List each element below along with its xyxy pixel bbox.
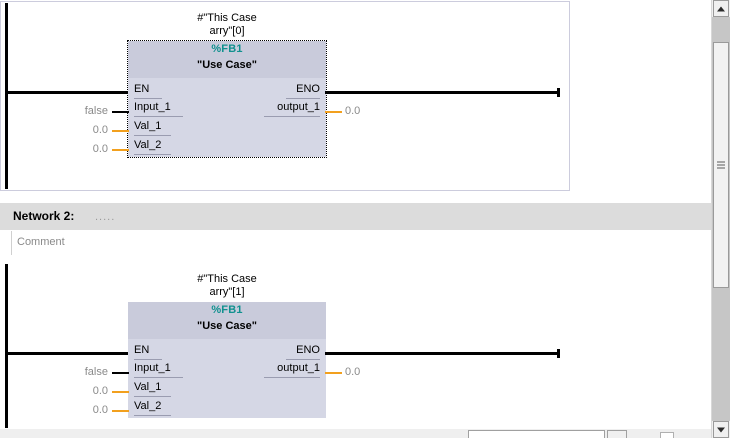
block-instance-label: #"This Case arry"[0] (125, 12, 329, 38)
rung-end-cap (557, 349, 560, 358)
network-2-comment-placeholder[interactable]: Comment (17, 236, 65, 248)
bottom-dialog-strip (0, 428, 712, 438)
triangle-up-icon (717, 6, 725, 11)
instance-label-line1: #"This Case (197, 12, 257, 24)
pin-underline-val-1 (134, 396, 171, 397)
pin-underline-input-1 (134, 116, 183, 117)
network-2-comment-row[interactable]: Comment (0, 231, 712, 255)
value-input-1: false (84, 366, 108, 378)
power-rail (5, 3, 8, 189)
pin-underline-en (134, 359, 162, 360)
pin-underline-input-1 (134, 377, 183, 378)
value-val-1: 0.0 (92, 124, 108, 136)
function-block-header (128, 41, 326, 78)
instance-label-line2: arry"[1] (209, 286, 245, 298)
value-input-1: false (84, 105, 108, 117)
power-rail (5, 264, 8, 428)
wire-val-1 (112, 391, 129, 393)
pin-underline-val-1 (134, 135, 171, 136)
pin-underline-eno (286, 359, 320, 360)
pin-val-2[interactable]: Val_2 (134, 139, 162, 151)
pin-underline-output-1 (264, 116, 320, 117)
rung-line-eno (325, 91, 560, 94)
network-1[interactable]: #"This Case arry"[0] %FB1 "Use Case" EN … (0, 0, 712, 203)
pin-eno[interactable]: ENO (296, 83, 320, 95)
value-val-1: 0.0 (92, 385, 108, 397)
pin-underline-val-2 (134, 154, 171, 155)
pin-en[interactable]: EN (134, 83, 150, 95)
pin-output-1[interactable]: output_1 (277, 101, 320, 113)
rung-end-cap (557, 88, 560, 97)
wire-val-2 (112, 410, 129, 412)
wire-output-1 (325, 372, 342, 374)
rung-line-eno (325, 352, 560, 355)
block-type-label: %FB1 (211, 304, 243, 316)
pin-en[interactable]: EN (134, 344, 150, 356)
triangle-down-icon (717, 427, 725, 432)
function-block-fb1[interactable]: %FB1 "Use Case" EN ENO Input_1 output_1 … (128, 302, 326, 418)
scroll-up-button[interactable] (713, 0, 729, 17)
instance-label-line2: arry"[0] (209, 25, 245, 37)
wire-val-2 (112, 149, 129, 151)
value-output-1: 0.0 (345, 366, 361, 378)
network-2[interactable]: #"This Case arry"[1] %FB1 "Use Case" EN … (0, 256, 712, 428)
block-name-label: "Use Case" (197, 59, 257, 71)
wire-output-1 (325, 111, 342, 113)
pin-val-2[interactable]: Val_2 (134, 400, 162, 412)
wire-input-1 (112, 372, 129, 374)
network-2-title: Network 2: (13, 209, 75, 223)
pin-output-1[interactable]: output_1 (277, 362, 320, 374)
rung-line (5, 91, 131, 94)
wire-input-1 (112, 111, 129, 113)
block-type-label: %FB1 (211, 43, 243, 55)
bottom-browse-button[interactable] (607, 430, 627, 438)
instance-label-line1: #"This Case (197, 273, 257, 285)
bottom-checkbox[interactable] (660, 432, 674, 438)
value-val-2: 0.0 (92, 143, 108, 155)
bottom-text-input[interactable] (468, 430, 605, 438)
function-block-header (128, 302, 326, 339)
comment-left-rule (11, 231, 12, 255)
pin-eno[interactable]: ENO (296, 344, 320, 356)
function-block-fb1[interactable]: %FB1 "Use Case" EN ENO Input_1 output_1 … (127, 40, 327, 158)
pin-underline-en (134, 98, 162, 99)
network-2-title-dots: ..... (95, 211, 116, 223)
pin-underline-val-2 (134, 415, 171, 416)
grip-lines-icon (717, 161, 725, 169)
vertical-scrollbar[interactable] (711, 0, 730, 438)
scrollbar-thumb[interactable] (713, 42, 729, 288)
value-val-2: 0.0 (92, 404, 108, 416)
program-editor-canvas[interactable]: #"This Case arry"[0] %FB1 "Use Case" EN … (0, 0, 712, 438)
pin-underline-eno (286, 98, 320, 99)
pin-input-1[interactable]: Input_1 (134, 362, 171, 374)
pin-input-1[interactable]: Input_1 (134, 101, 171, 113)
network-2-header[interactable]: Network 2: ..... (0, 203, 712, 230)
pin-underline-output-1 (264, 377, 320, 378)
pin-val-1[interactable]: Val_1 (134, 381, 162, 393)
block-instance-label: #"This Case arry"[1] (125, 273, 329, 299)
scroll-down-button[interactable] (713, 421, 729, 438)
rung-line (5, 352, 131, 355)
wire-val-1 (112, 130, 129, 132)
block-name-label: "Use Case" (197, 320, 257, 332)
pin-val-1[interactable]: Val_1 (134, 120, 162, 132)
value-output-1: 0.0 (345, 105, 361, 117)
